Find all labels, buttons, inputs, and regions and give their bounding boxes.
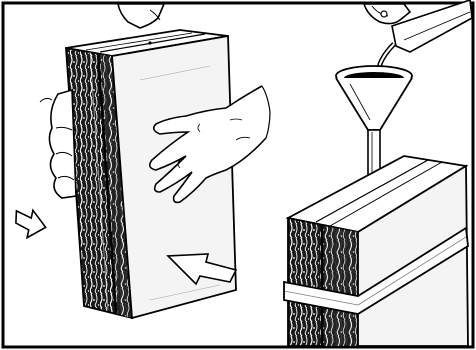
- block-front-face: [288, 218, 358, 346]
